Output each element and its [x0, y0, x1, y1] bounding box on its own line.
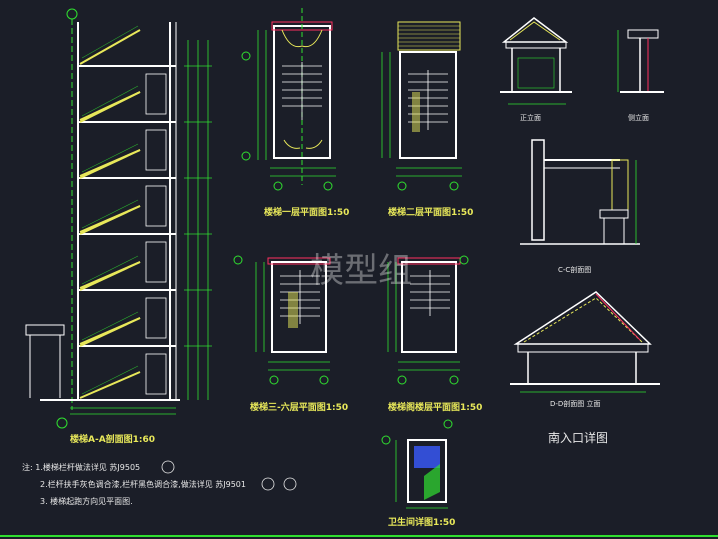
watermark-logo: 模型组 [310, 251, 412, 291]
note-1: 注: 1.楼梯栏杆做法详见 苏J9505 [22, 462, 140, 472]
front-elev-title: 正立面 [520, 113, 541, 122]
toilet-title: 卫生间详图1:50 [388, 516, 455, 528]
section-cc-title: C-C剖面图 [558, 265, 591, 274]
section-aa-title: 楼梯A-A剖面图1:60 [70, 433, 155, 445]
side-elevation: 侧立面 [617, 29, 664, 122]
plan-3-6f: 楼梯三-六层平面图1:50 [233, 255, 348, 413]
stair-section-aa: 楼梯A-A剖面图1:60 [25, 8, 212, 445]
section-dd: D-D剖面图 立面 [510, 291, 660, 408]
plan-roof-level: 楼梯阁楼层平面图1:50 [387, 255, 482, 413]
section-dd-title: D-D剖面图 立面 [550, 399, 601, 408]
plan-3-6f-title: 楼梯三-六层平面图1:50 [250, 401, 348, 413]
note-2: 2.栏杆扶手灰色调合漆,栏杆黑色调合漆,做法详见 苏J9501 [40, 479, 246, 489]
section-cc: C-C剖面图 [520, 139, 640, 274]
plan-1f: 楼梯一层平面图1:50 [241, 8, 349, 218]
plan-1f-title: 楼梯一层平面图1:50 [264, 206, 349, 218]
plan-2f-title: 楼梯二层平面图1:50 [388, 206, 473, 218]
plan-2f: 楼梯二层平面图1:50 [381, 21, 473, 218]
side-elev-title: 侧立面 [628, 113, 649, 122]
plan-roof-title: 楼梯阁楼层平面图1:50 [388, 401, 482, 413]
south-entry-title: 南入口详图 [548, 430, 608, 445]
toilet-detail: 卫生间详图1:50 [381, 419, 455, 528]
general-notes: 注: 1.楼梯栏杆做法详见 苏J9505 2.栏杆扶手灰色调合漆,栏杆黑色调合漆… [22, 460, 297, 506]
front-elevation: 正立面 [500, 17, 572, 122]
note-3: 3. 楼梯起跑方向见平面图. [40, 496, 133, 506]
